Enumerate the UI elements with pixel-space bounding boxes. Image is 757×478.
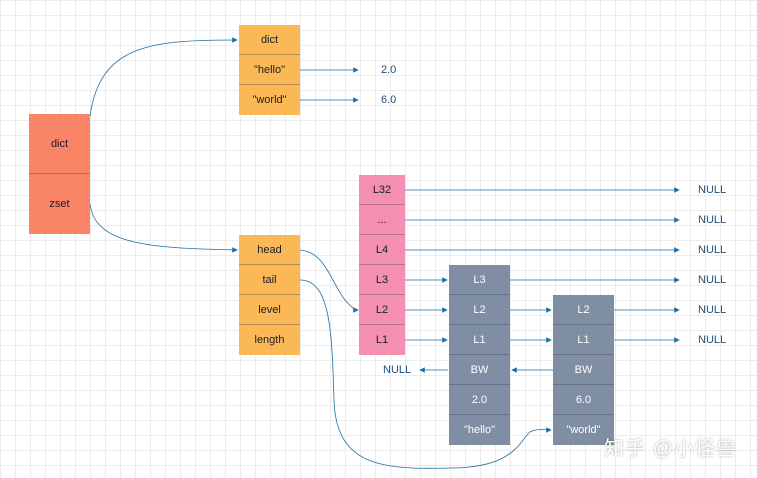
- skiplist-level-field: level: [239, 295, 300, 325]
- head-node-level: L3: [359, 265, 405, 295]
- world-node-member: "world": [553, 415, 614, 445]
- arrow-dict-to-dict-table: [89, 37, 238, 117]
- zset-skiplist-field: zset: [29, 174, 90, 234]
- null-label: NULL: [383, 364, 412, 376]
- hello-node-backward: BW: [449, 355, 510, 385]
- dict-key-hello: "hello": [239, 55, 300, 85]
- null-label: NULL: [698, 184, 727, 196]
- skiplist-head-field: head: [239, 235, 300, 265]
- null-label: NULL: [698, 214, 727, 226]
- head-node-level: L4: [359, 235, 405, 265]
- zhihu-watermark: 知乎 @小怪兽: [604, 438, 737, 460]
- null-label: NULL: [698, 334, 727, 346]
- dict-key-world: "world": [239, 85, 300, 115]
- null-label: NULL: [698, 244, 727, 256]
- zset-dict-field: dict: [29, 114, 90, 174]
- skiplist-tail-field: tail: [239, 265, 300, 295]
- null-label: NULL: [698, 274, 727, 286]
- head-node-level: L1: [359, 325, 405, 355]
- head-node-level: L2: [359, 295, 405, 325]
- null-label: NULL: [698, 304, 727, 316]
- hello-node-score: 2.0: [449, 385, 510, 415]
- world-node-backward: BW: [553, 355, 614, 385]
- head-node-level: ...: [359, 205, 405, 235]
- arrow-tail-to-world-node: [299, 279, 552, 469]
- world-node-level: L2: [553, 295, 614, 325]
- arrow-head-to-head-node: [299, 249, 359, 313]
- hello-node-level: L1: [449, 325, 510, 355]
- world-node-score: 6.0: [553, 385, 614, 415]
- head-node-level: L32: [359, 175, 405, 205]
- arrow-zset-to-skiplist: [89, 203, 238, 253]
- skiplist-length-field: length: [239, 325, 300, 355]
- hello-node-level: L2: [449, 295, 510, 325]
- world-node-level: L1: [553, 325, 614, 355]
- dict-value-hello: 2.0: [381, 64, 397, 76]
- hello-node-member: "hello": [449, 415, 510, 445]
- hello-node-level: L3: [449, 265, 510, 295]
- dict-value-world: 6.0: [381, 94, 397, 106]
- dict-table-header: dict: [239, 25, 300, 55]
